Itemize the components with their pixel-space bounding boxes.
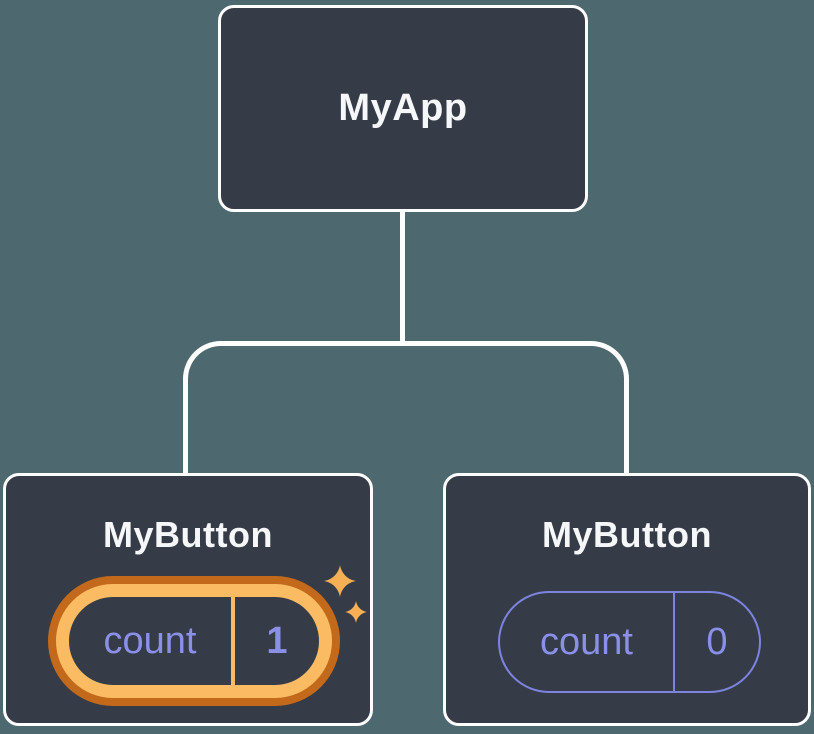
node-label: MyButton xyxy=(103,514,273,555)
sparkles-icon xyxy=(324,565,367,623)
state-key-label: count xyxy=(540,620,633,663)
connector-branch xyxy=(183,341,629,476)
pill-divider xyxy=(231,597,235,685)
pill-divider xyxy=(673,593,675,691)
component-node-myapp: MyApp xyxy=(218,5,588,212)
component-node-mybutton-left: MyButton count 1 xyxy=(3,473,373,726)
node-label: MyButton xyxy=(542,514,712,555)
node-label: MyApp xyxy=(338,87,468,129)
state-key-label: count xyxy=(103,619,197,662)
state-value: 0 xyxy=(706,620,728,663)
connector-stem xyxy=(400,209,405,345)
component-node-mybutton-right: MyButton count 0 xyxy=(443,473,811,726)
state-pill-highlighted: count 1 xyxy=(48,576,340,706)
state-pill: count 0 xyxy=(498,591,761,693)
state-value: 1 xyxy=(266,619,288,662)
state-pill-highlight-ring: count 1 xyxy=(56,584,332,698)
state-pill-body: count 1 xyxy=(69,597,319,685)
